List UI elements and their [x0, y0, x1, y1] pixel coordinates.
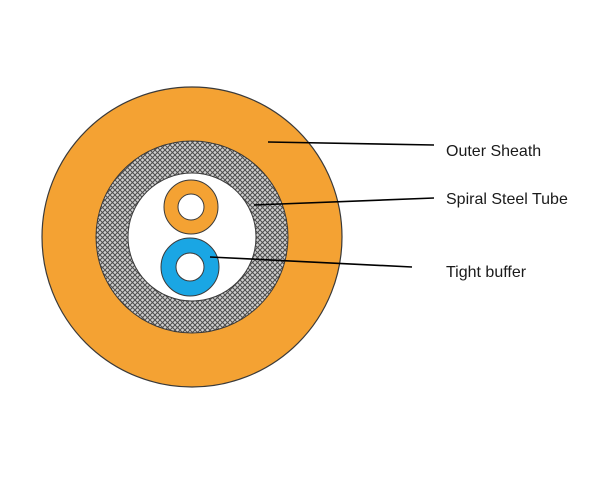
fiber-orange [163, 179, 219, 235]
leader-line-spiral-steel-tube [253, 197, 435, 206]
inner-space [127, 172, 257, 302]
leader-line-tight-buffer [209, 256, 413, 268]
label-spiral-steel-tube: Spiral Steel Tube [446, 191, 568, 208]
leader-line-outer-sheath [267, 141, 435, 146]
label-outer-sheath: Outer Sheath [446, 143, 541, 160]
fiber-blue [160, 237, 220, 297]
label-tight-buffer: Tight buffer [446, 264, 527, 281]
